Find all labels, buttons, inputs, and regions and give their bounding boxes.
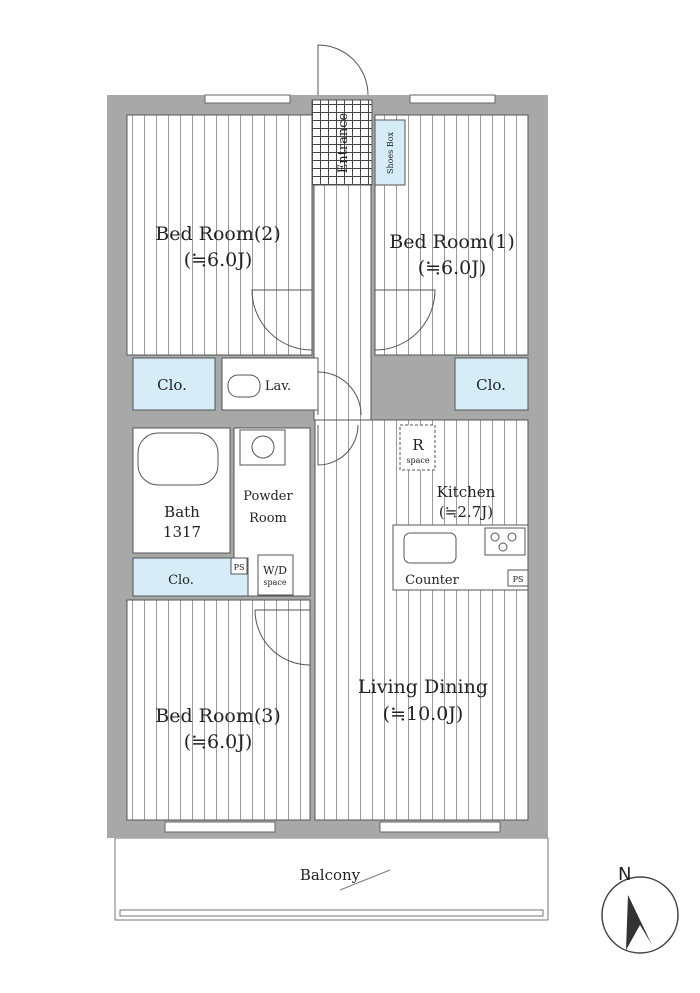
closet-right-label: Clo.	[476, 376, 506, 394]
windows	[164, 94, 501, 833]
living-area	[314, 419, 529, 821]
wd-label: W/D	[263, 564, 287, 577]
bedroom2-size: (≒6.0J)	[184, 249, 253, 271]
closet-right	[454, 357, 529, 411]
counter-label: Counter	[405, 573, 459, 588]
doors	[251, 44, 436, 666]
toilet-icon	[227, 374, 261, 398]
wd-space	[257, 554, 294, 596]
ps-label-1: PS	[234, 563, 245, 572]
powder-room-line1: Powder	[243, 489, 293, 504]
kitchen-size: (≒2.7J)	[439, 503, 493, 521]
fridge-sub: space	[406, 456, 429, 465]
entrance-area	[311, 99, 373, 186]
bedroom3-size: (≒6.0J)	[184, 731, 253, 753]
fridge-space	[399, 424, 436, 471]
balcony-label: Balcony	[300, 866, 361, 884]
closet-left-label: Clo.	[157, 376, 187, 394]
living-name: Living Dining	[358, 676, 488, 698]
bedroom1-size: (≒6.0J)	[418, 257, 487, 279]
bedroom3-name: Bed Room(3)	[155, 705, 281, 727]
closet-lower	[132, 557, 249, 597]
fridge-label: R	[412, 436, 424, 454]
closet-left	[132, 357, 216, 411]
sink-icon	[403, 532, 457, 564]
bath-size: 1317	[163, 523, 201, 541]
bathtub-icon	[137, 432, 219, 486]
compass-north-label: N	[618, 864, 631, 885]
wd-sub: space	[263, 578, 286, 587]
powder-room-line2: Room	[249, 511, 287, 526]
entrance-label: Entrance	[336, 112, 351, 173]
bath-name: Bath	[164, 503, 200, 521]
balcony: Balcony	[114, 837, 549, 921]
bedroom2-name: Bed Room(2)	[155, 223, 281, 245]
closet-lower-label: Clo.	[168, 573, 194, 588]
shoes-box	[374, 119, 406, 186]
kitchen-name: Kitchen	[437, 483, 496, 501]
ps-box-2	[507, 569, 529, 587]
stove-icon	[484, 527, 526, 556]
shoes-box-label: Shoes Box	[386, 131, 395, 174]
ps-label-2: PS	[513, 575, 524, 584]
corridor-area	[313, 184, 372, 421]
bedroom1-name: Bed Room(1)	[389, 231, 515, 253]
bedroom3-area	[126, 599, 311, 821]
lav-label: Lav.	[265, 379, 291, 394]
ps-box-1	[230, 557, 248, 575]
north-compass-icon: N	[601, 864, 679, 954]
bedroom2-area	[126, 114, 313, 356]
living-size: (≒10.0J)	[383, 703, 464, 725]
room-floors	[126, 99, 529, 821]
